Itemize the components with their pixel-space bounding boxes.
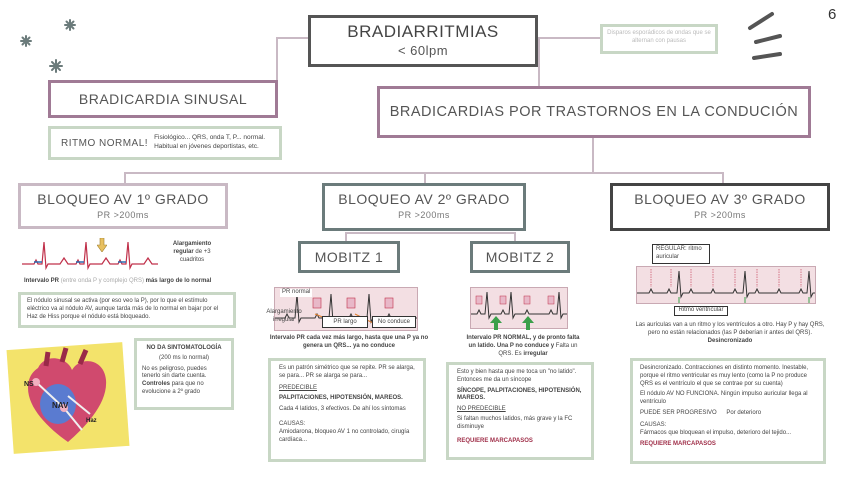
av1-pr: PR >200ms [97, 210, 149, 220]
arrow-up-green-icon [490, 316, 502, 330]
mobitz1-cada: Cada 4 latidos, 3 efectivos. De ahí los … [279, 406, 406, 413]
mobitz1-pr-largo: PR largo [322, 316, 368, 328]
main-subtitle: < 60lpm [397, 43, 449, 58]
mobitz2-ecg [470, 287, 568, 329]
mobitz1-causas-label: CAUSAS: [279, 420, 306, 427]
av1-no-sint-box: NO DA SINTOMATOLOGÍA (200 ms lo normal) … [134, 338, 234, 410]
mobitz1-alargamiento: Alargamiento irregular [266, 309, 302, 323]
page-number: 6 [828, 6, 837, 23]
mobitz1-predecible: PREDECIBLE [279, 384, 318, 391]
av1-title: BLOQUEO AV 1º GRADO [37, 191, 209, 207]
av2-box: BLOQUEO AV 2º GRADO PR >200ms [322, 183, 526, 231]
mobitz1-title: MOBITZ 1 [314, 249, 384, 265]
sinusal-desc: Fisiológico... QRS, onda T, P... normal.… [154, 134, 266, 150]
av2-title: BLOQUEO AV 2º GRADO [338, 191, 510, 207]
conduccion-title: BRADICARDIAS POR TRASTORNOS EN LA CONDUC… [389, 104, 799, 120]
mobitz1-p1: Es un patrón simétrico que se repite. PR… [279, 365, 415, 379]
av1-no-sint-title: NO DA SINTOMATOLOGÍA [146, 345, 222, 351]
main-title-box: BRADIARRITMIAS < 60lpm [308, 15, 538, 67]
av3-progresivo-row: PUEDE SER PROGRESIVO Por deterioro [640, 409, 762, 416]
av3-pr: PR >200ms [694, 210, 746, 220]
av1-controles: Controles para que no evolucione a 2º gr… [142, 381, 204, 395]
heart-label-haz: Haz [86, 418, 97, 424]
av1-no-sint-ms: (200 ms lo normal) [158, 354, 209, 361]
heart-label-nav: NAV [52, 401, 69, 410]
av1-explain: El nódulo sinusal se activa (por eso veo… [18, 292, 236, 328]
sinusal-title: BRADICARDIA SINUSAL [78, 91, 248, 107]
mobitz2-caption: Intervalo PR NORMAL, y de pronto falta u… [466, 335, 580, 357]
conduccion-box: BRADICARDIAS POR TRASTORNOS EN LA CONDUC… [377, 86, 811, 138]
main-title: BRADIARRITMIAS [347, 22, 499, 41]
heart-illustration-icon [6, 342, 130, 454]
brush-stroke-decoration-icon [748, 12, 782, 60]
av3-ecg [636, 266, 816, 304]
av3-p2: El nódulo AV NO FUNCIONA. Ningún impulso… [640, 391, 808, 406]
av3-regular-label: REGULAR: ritmo auricular [652, 244, 710, 264]
top-note: Disparos esporádicos de ondas que se alt… [600, 24, 718, 54]
mobitz2-sintomas: SÍNCOPE, PALPITACIONES, HIPOTENSIÓN, MAR… [457, 387, 582, 402]
mobitz2-info-box: Esto y bien hasta que me toca un "no lat… [446, 362, 594, 460]
av1-alargamiento: Alargamiento regular de +3 cuadritos [172, 241, 212, 263]
mobitz1-sintomas: PALPITACIONES, HIPOTENSIÓN, MAREOS. [279, 395, 403, 402]
sinusal-ritmo-box: RITMO NORMAL! Fisiológico... QRS, onda T… [48, 126, 282, 160]
av3-title: BLOQUEO AV 3º GRADO [634, 191, 806, 207]
av3-caption: Las aurículas van a un ritmo y los ventr… [635, 322, 825, 344]
mobitz1-no-conduce: No conduce [372, 316, 416, 328]
sinusal-ritmo: RITMO NORMAL! [61, 137, 149, 149]
mobitz1-box: MOBITZ 1 [298, 241, 400, 273]
av3-box: BLOQUEO AV 3º GRADO PR >200ms [610, 183, 830, 231]
sparkle-decoration-icon [20, 19, 76, 73]
av1-box: BLOQUEO AV 1º GRADO PR >200ms [18, 183, 228, 229]
mobitz1-pr-normal: PR normal [280, 289, 313, 297]
sinusal-box: BRADICARDIA SINUSAL [48, 80, 278, 118]
mobitz2-box: MOBITZ 2 [470, 241, 570, 273]
av3-ritmo-ventricular: Ritmo ventricular [674, 306, 728, 316]
av3-p1: Desincronizado. Contracciones en distint… [640, 365, 809, 387]
mobitz1-info-box: Es un patrón simétrico que se repite. PR… [268, 358, 426, 462]
mobitz1-causas: Amiodarona, bloqueo AV 1 no controlado, … [279, 428, 410, 443]
av3-causas-label: CAUSAS: [640, 421, 667, 428]
av1-pr-label: Intervalo PR (entre onda P y complejo QR… [24, 278, 212, 284]
av1-no-sint-desc: No es peligroso, puedes tenerlo sin dart… [142, 365, 207, 380]
av1-ecg-strip [22, 241, 158, 271]
heart-label-ns: NS [24, 381, 34, 388]
arrow-down-icon [97, 238, 107, 252]
av2-pr: PR >200ms [398, 210, 450, 220]
av3-info-box: Desincronizado. Contracciones en distint… [630, 358, 826, 464]
mobitz2-marcapasos: REQUIERE MARCAPASOS [457, 437, 533, 444]
mobitz2-title: MOBITZ 2 [485, 249, 555, 265]
mobitz2-si-faltan: Si faltan muchos latidos, más grave y la… [457, 415, 573, 430]
av3-marcapasos: REQUIERE MARCAPASOS [640, 441, 716, 448]
mobitz2-p1: Esto y bien hasta que me toca un "no lat… [457, 369, 577, 383]
mobitz1-caption: Intervalo PR cada vez más largo, hasta q… [269, 335, 429, 349]
arrow-up-green-icon [522, 316, 534, 330]
mobitz2-no-predecible: NO PREDECIBLE [457, 406, 506, 413]
av3-causas: Fármacos que bloquean el impulso, deteri… [640, 429, 792, 436]
